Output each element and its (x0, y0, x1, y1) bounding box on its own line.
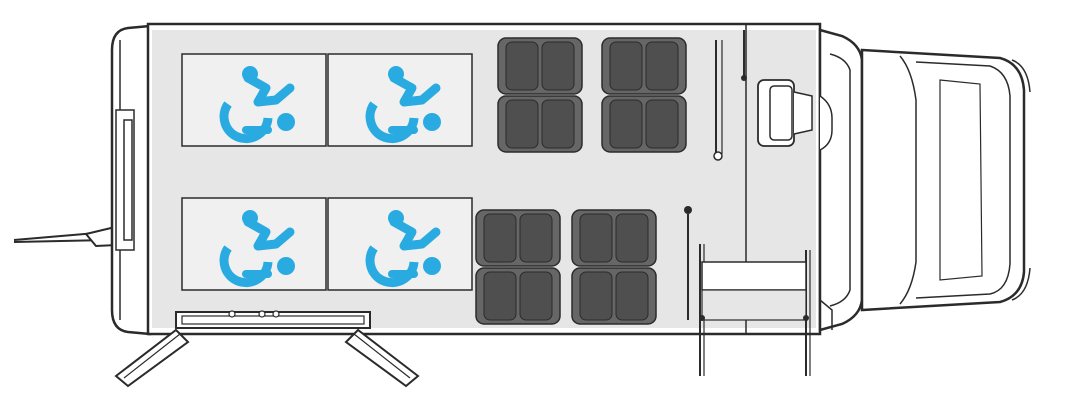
passenger-seat-icon (571, 267, 657, 325)
wheelchair-bay-4 (327, 197, 473, 291)
wheelchair-ramp-icon (114, 310, 420, 388)
wheelchair-bay-3 (181, 197, 327, 291)
passenger-seat-icon (497, 37, 583, 95)
passenger-seat-icon (601, 95, 687, 153)
passenger-seat-icon (497, 95, 583, 153)
passenger-seat-icon (475, 209, 561, 267)
wheelchair-bay-2 (327, 53, 473, 147)
front-cab (818, 28, 1031, 332)
entry-handrails (684, 30, 833, 376)
passenger-seat-icon (571, 209, 657, 267)
passenger-seats (475, 37, 687, 325)
driver-seat-icon (757, 79, 813, 147)
passenger-seat-icon (475, 267, 561, 325)
rear-doors (110, 24, 152, 336)
wheelchair-bay-1 (181, 53, 327, 147)
passenger-seat-icon (601, 37, 687, 95)
